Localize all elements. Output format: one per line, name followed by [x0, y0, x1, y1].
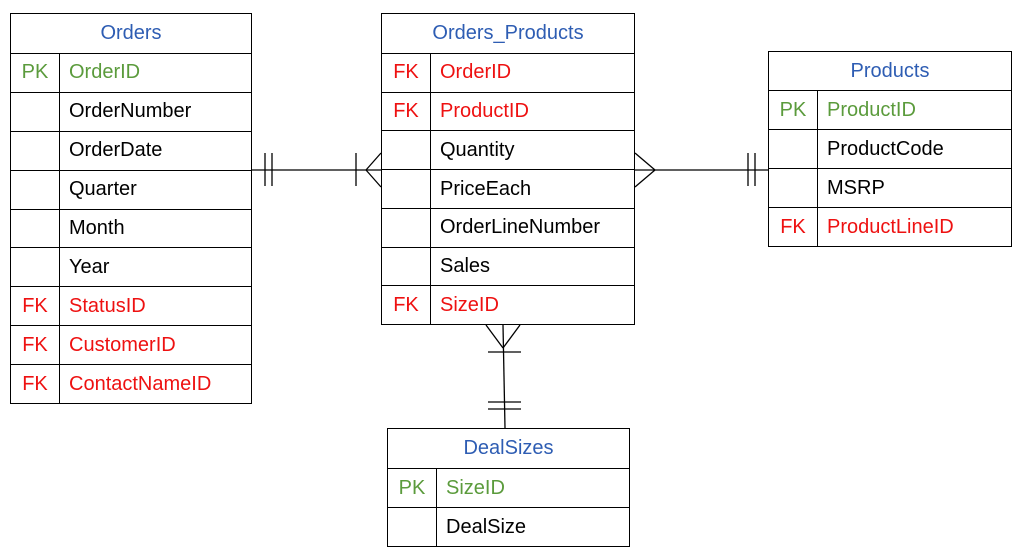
field-row[interactable]: MSRP: [769, 168, 1011, 207]
fk-key-label: FK: [769, 208, 818, 246]
key-cell: [382, 170, 431, 208]
fk-key-label: FK: [11, 326, 60, 365]
key-cell: [382, 247, 431, 286]
entity-dealsizes[interactable]: DealSizes PK SizeID DealSize: [387, 428, 630, 547]
key-cell: [11, 170, 60, 209]
crows-foot-prong: [634, 152, 656, 171]
field-row[interactable]: FK ProductLineID: [769, 207, 1011, 246]
field-name: SizeID: [446, 476, 505, 499]
field-row[interactable]: FK ProductID: [382, 91, 634, 131]
fk-key-label: FK: [11, 287, 60, 326]
field-name: OrderDate: [69, 139, 163, 162]
field-name: MSRP: [827, 176, 885, 199]
field-name: OrderID: [440, 61, 512, 84]
field-row[interactable]: OrderDate: [11, 130, 251, 170]
field-name: SizeID: [440, 293, 499, 316]
field-row[interactable]: PK SizeID: [388, 469, 629, 507]
fk-key-label: FK: [382, 54, 431, 92]
fk-key-label: FK: [382, 92, 431, 131]
fk-key-label: FK: [382, 286, 431, 325]
field-row[interactable]: PK OrderID: [11, 54, 251, 92]
field-name: OrderNumber: [69, 100, 192, 123]
field-row[interactable]: FK SizeID: [382, 285, 634, 325]
relationship-line-dealsizes-orders-products: [502, 324, 506, 429]
key-cell: [382, 131, 431, 170]
key-cell: [769, 130, 818, 168]
field-row[interactable]: Year: [11, 247, 251, 287]
field-name: OrderLineNumber: [440, 216, 601, 239]
field-name: ProductID: [827, 98, 916, 121]
key-cell: [388, 508, 437, 546]
crows-foot-prong: [365, 152, 382, 171]
crows-foot-prong: [502, 324, 521, 349]
pk-key-label: PK: [769, 91, 818, 129]
pk-key-label: PK: [388, 469, 437, 507]
field-name: ProductLineID: [827, 215, 954, 238]
entity-fields: PK SizeID DealSize: [388, 469, 629, 546]
field-row[interactable]: PK ProductID: [769, 91, 1011, 129]
crows-foot-prong: [634, 169, 656, 188]
field-row[interactable]: OrderLineNumber: [382, 207, 634, 247]
field-row[interactable]: ProductCode: [769, 129, 1011, 168]
field-name: ProductID: [440, 100, 529, 123]
field-name: CustomerID: [69, 333, 176, 356]
field-row[interactable]: FK ContactNameID: [11, 364, 251, 404]
key-cell: [382, 208, 431, 247]
entity-title: DealSizes: [388, 429, 629, 469]
field-name: ProductCode: [827, 137, 944, 160]
field-name: PriceEach: [440, 177, 532, 200]
crows-foot-prong: [485, 324, 504, 349]
fk-key-label: FK: [11, 365, 60, 404]
field-row[interactable]: PriceEach: [382, 169, 634, 208]
key-cell: [11, 131, 60, 170]
field-row[interactable]: Sales: [382, 246, 634, 286]
field-name: Sales: [440, 254, 491, 277]
key-cell: [769, 169, 818, 207]
field-name: StatusID: [69, 294, 146, 317]
field-name: ContactNameID: [69, 372, 212, 395]
key-cell: [11, 248, 60, 287]
field-name: DealSize: [446, 515, 527, 538]
field-row[interactable]: Month: [11, 208, 251, 248]
pk-key-label: PK: [11, 54, 60, 92]
field-name: Quantity: [440, 138, 515, 161]
field-name: Month: [69, 217, 125, 239]
field-row[interactable]: FK CustomerID: [11, 325, 251, 365]
entity-title: Products: [769, 52, 1011, 91]
crows-foot-prong: [365, 169, 382, 188]
field-row[interactable]: Quarter: [11, 169, 251, 209]
field-row[interactable]: FK OrderID: [382, 54, 634, 92]
key-cell: [11, 92, 60, 131]
field-name: Year: [69, 255, 110, 278]
field-row[interactable]: Quantity: [382, 130, 634, 170]
field-row[interactable]: FK StatusID: [11, 286, 251, 326]
entity-orders-products[interactable]: Orders_Products FK OrderID FK ProductID Quan…: [381, 13, 635, 325]
entity-title: Orders: [11, 14, 251, 54]
field-name: Quarter: [69, 178, 137, 201]
entity-title: Orders_Products: [382, 14, 634, 54]
field-name: OrderID: [69, 61, 141, 84]
field-row[interactable]: DealSize: [388, 507, 629, 546]
key-cell: [11, 209, 60, 248]
field-row[interactable]: OrderNumber: [11, 91, 251, 131]
